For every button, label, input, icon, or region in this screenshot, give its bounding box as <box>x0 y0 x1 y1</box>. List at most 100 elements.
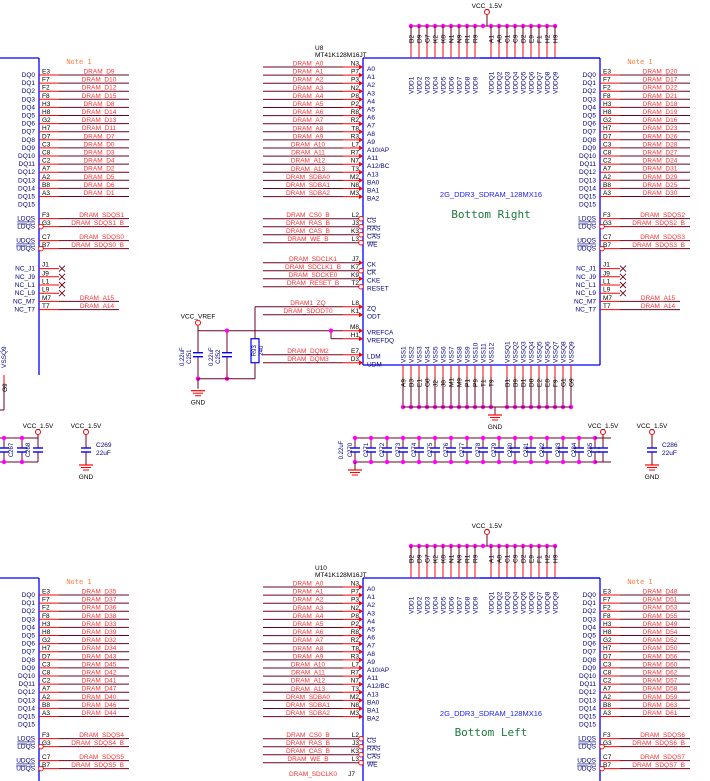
pin-name: VDDQ2 <box>497 591 504 614</box>
pin-name: VREFDQ <box>367 338 394 345</box>
pin-name: A8 <box>367 131 375 138</box>
ground-label: GND <box>488 424 503 431</box>
pin-name: A5 <box>367 627 375 634</box>
pin-name: VDDQ5 <box>521 591 528 614</box>
pin-name: A9 <box>367 139 375 146</box>
ball-label: F7 <box>603 77 611 84</box>
ground-label: GND <box>79 474 94 481</box>
pin-name: DQ1 <box>583 600 597 607</box>
junction-dot <box>224 328 230 333</box>
pin-name: DQ8 <box>22 137 36 144</box>
net-label: DRAM_D36 <box>82 605 117 612</box>
net-label: DRAM_D54 <box>643 629 678 636</box>
pin-arrow <box>359 129 363 135</box>
ball-label: E7 <box>351 348 359 355</box>
pin-name: DQ0 <box>22 592 36 599</box>
net-label: DRAM_D3 <box>83 150 114 157</box>
pin-name: VDD4 <box>433 596 440 614</box>
ball-label: F7 <box>42 77 50 84</box>
ball-label: H9 <box>553 554 560 563</box>
ball-label: L1 <box>42 279 50 286</box>
pin-name: DQ10 <box>579 153 596 160</box>
pin-name: UDQS <box>16 246 35 253</box>
ball-label: T8 <box>351 125 359 132</box>
ball-label: K2 <box>433 35 440 43</box>
net-label: DRAM_A7 <box>293 637 324 644</box>
ball-label: A3 <box>42 190 50 197</box>
net-label: DRAM_CAS_B <box>286 748 330 755</box>
pin-arrow <box>359 304 363 310</box>
ball-label: B8 <box>603 702 611 709</box>
ball-label: T1 <box>481 379 488 387</box>
pin-arrow <box>359 600 363 606</box>
pin-name: DQ9 <box>583 145 597 152</box>
pin-arrow <box>359 153 363 159</box>
ball-label: F7 <box>42 597 50 604</box>
pin-name: A7 <box>367 643 375 650</box>
net-label: DRAM_A6 <box>293 629 324 636</box>
pin-name: DQ1 <box>22 600 36 607</box>
ball-label: H9 <box>553 34 560 43</box>
net-label: DRAM_D34 <box>82 645 117 652</box>
net-label: DRAM_D62 <box>643 670 678 677</box>
pin-arrow <box>359 260 363 266</box>
net-label: DRAM_A13 <box>291 686 326 693</box>
pin-name: VSS1 <box>401 346 408 363</box>
ball-label: B8 <box>42 182 50 189</box>
net-label: DRAM_D37 <box>82 597 117 604</box>
net-label: DRAM_SDBA1 <box>286 702 330 709</box>
ball-label: C2 <box>42 678 51 685</box>
pin-name: CKE <box>367 278 381 285</box>
pin-name: VSS6 <box>441 346 448 363</box>
net-label: DRAM_SDCLK1 <box>289 256 337 263</box>
ball-label: C9 <box>513 34 520 43</box>
net-label: DRAM_D41 <box>82 678 117 685</box>
pin-arrow <box>359 137 363 143</box>
pin-name: VDD5 <box>441 596 448 614</box>
pin-arrow <box>359 186 363 191</box>
chip-title: Bottom Left <box>455 726 528 739</box>
pin-name: UDQS <box>16 238 35 245</box>
inversion-bubble <box>599 743 605 750</box>
ball-label: A2 <box>603 694 611 701</box>
net-label: DRAM_D56 <box>643 653 678 660</box>
net-label: DRAM_D58 <box>643 686 678 693</box>
junction-dot <box>560 435 566 441</box>
net-label: DRAM_D18 <box>643 101 678 108</box>
net-label: DRAM_SDQS3 <box>640 234 685 241</box>
cap-ref: C274 <box>412 442 418 457</box>
power-port-icon <box>35 429 41 435</box>
net-label: DRAM_A0 <box>293 61 324 68</box>
pin-name: VDD5 <box>441 76 448 94</box>
pin-arrow <box>359 665 363 671</box>
pin-name: VSS12 <box>489 342 496 363</box>
pin-arrow <box>359 328 363 334</box>
junction-dot <box>464 435 470 441</box>
pin-name: VSS5 <box>433 346 440 363</box>
ball-label: P1 <box>465 379 472 387</box>
pin-arrow <box>359 633 363 639</box>
ball-label: F8 <box>42 93 50 100</box>
ball-label: P9 <box>473 379 480 387</box>
pin-name: UDM <box>367 362 382 369</box>
net-label: DRAM_D50 <box>643 645 678 652</box>
ball-label: L7 <box>352 142 360 149</box>
power-label: VCC_1.5V <box>71 423 102 430</box>
pin-name: DQ14 <box>18 185 35 192</box>
ball-label: F1 <box>537 35 544 43</box>
net-label: DRAM_D6 <box>83 182 114 189</box>
net-label: DRAM_A0 <box>293 581 324 588</box>
ball-label: P2 <box>351 621 359 628</box>
power-label: VCC_1.5V <box>637 423 668 430</box>
ball-label: J8 <box>441 380 448 387</box>
cap-ref: C278 <box>476 442 482 457</box>
ball-label: J3 <box>352 740 359 747</box>
ball-label: E9 <box>529 555 536 563</box>
ball-label: E3 <box>42 69 50 76</box>
power-port-icon <box>649 429 655 435</box>
pin-name: DQ15 <box>579 194 596 201</box>
pin-name: VSSQ2 <box>513 341 520 363</box>
net-label: DRAM_DQM3 <box>287 356 329 363</box>
pin-name: DQ2 <box>22 88 36 95</box>
power-label: VCC_1.5V <box>588 423 619 430</box>
